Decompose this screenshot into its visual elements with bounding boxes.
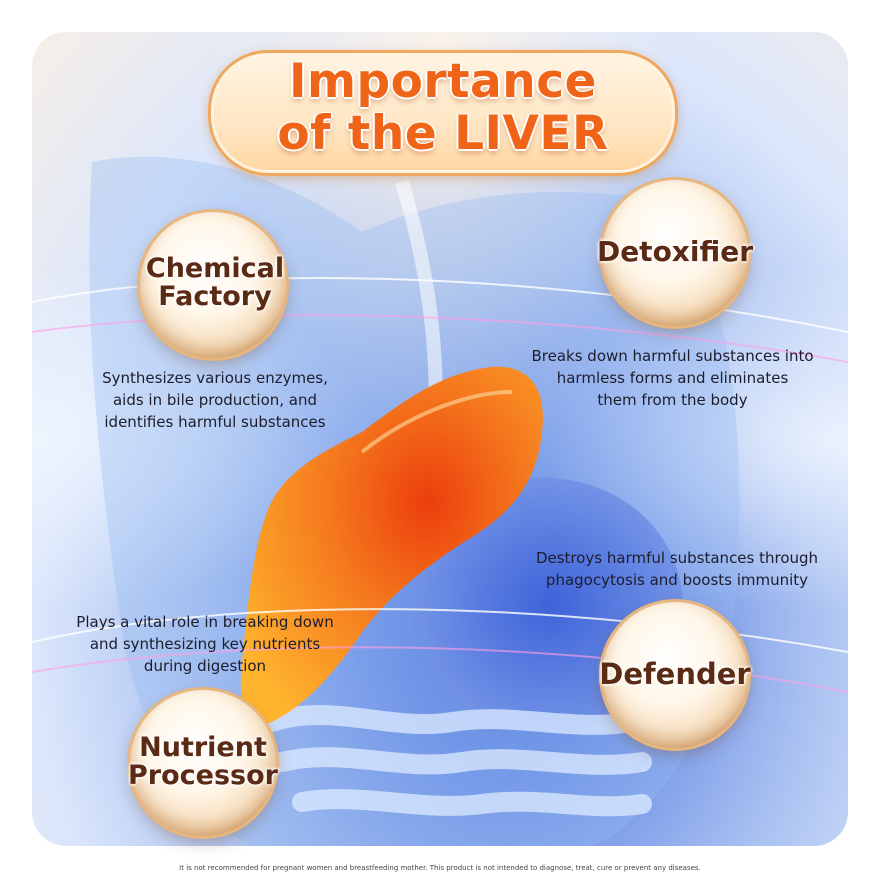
chemical-factory-label: Chemical Factory <box>120 255 310 311</box>
description-line: Plays a vital role in breaking down <box>76 613 334 631</box>
chemical-factory-label-line-1: Chemical <box>145 253 285 284</box>
nutrient-processor-label: Nutrient Processor <box>108 734 298 790</box>
detoxifier-label-line-1: Detoxifier <box>596 235 754 268</box>
description-line: phagocytosis and boosts immunity <box>545 571 809 589</box>
chemical-factory-orb <box>140 212 286 358</box>
disclaimer-text: It is not recommended for pregnant women… <box>179 864 701 872</box>
liver-organ <box>240 366 543 724</box>
chemical-factory-description: Synthesizes various enzymes, aids in bil… <box>80 367 350 433</box>
defender-label: Defender <box>580 658 770 690</box>
liver-highlight <box>360 390 513 454</box>
page-title: Importance of the LIVER <box>208 56 678 160</box>
defender-label-line-1: Defender <box>599 657 751 691</box>
description-line: Destroys harmful substances through <box>535 549 819 567</box>
description-line: Breaks down harmful substances into <box>531 347 814 365</box>
description-line: aids in bile production, and <box>112 391 318 409</box>
defender-orb <box>602 602 748 748</box>
description-line: them from the body <box>597 391 748 409</box>
description-line: harmless forms and eliminates <box>556 369 789 387</box>
detoxifier-label: Detoxifier <box>580 236 770 268</box>
title-banner <box>208 50 678 176</box>
description-line: during digestion <box>143 657 267 675</box>
detoxifier-orb <box>602 180 748 326</box>
nutrient-processor-label-line-2: Processor <box>128 760 278 791</box>
description-line: and synthesizing key nutrients <box>89 635 321 653</box>
title-line-2: of the LIVER <box>277 106 609 161</box>
detoxifier-description: Breaks down harmful substances into harm… <box>510 345 835 411</box>
description-line: Synthesizes various enzymes, <box>102 369 328 387</box>
intestines <box>262 705 652 817</box>
title-line-1: Importance <box>289 54 597 109</box>
chemical-factory-label-line-2: Factory <box>158 281 272 312</box>
nutrient-processor-description: Plays a vital role in breaking down and … <box>55 611 355 677</box>
defender-description: Destroys harmful substances through phag… <box>512 547 842 591</box>
nutrient-processor-label-line-1: Nutrient <box>139 732 267 763</box>
description-line: identifies harmful substances <box>104 413 326 431</box>
nutrient-processor-orb <box>130 690 276 836</box>
